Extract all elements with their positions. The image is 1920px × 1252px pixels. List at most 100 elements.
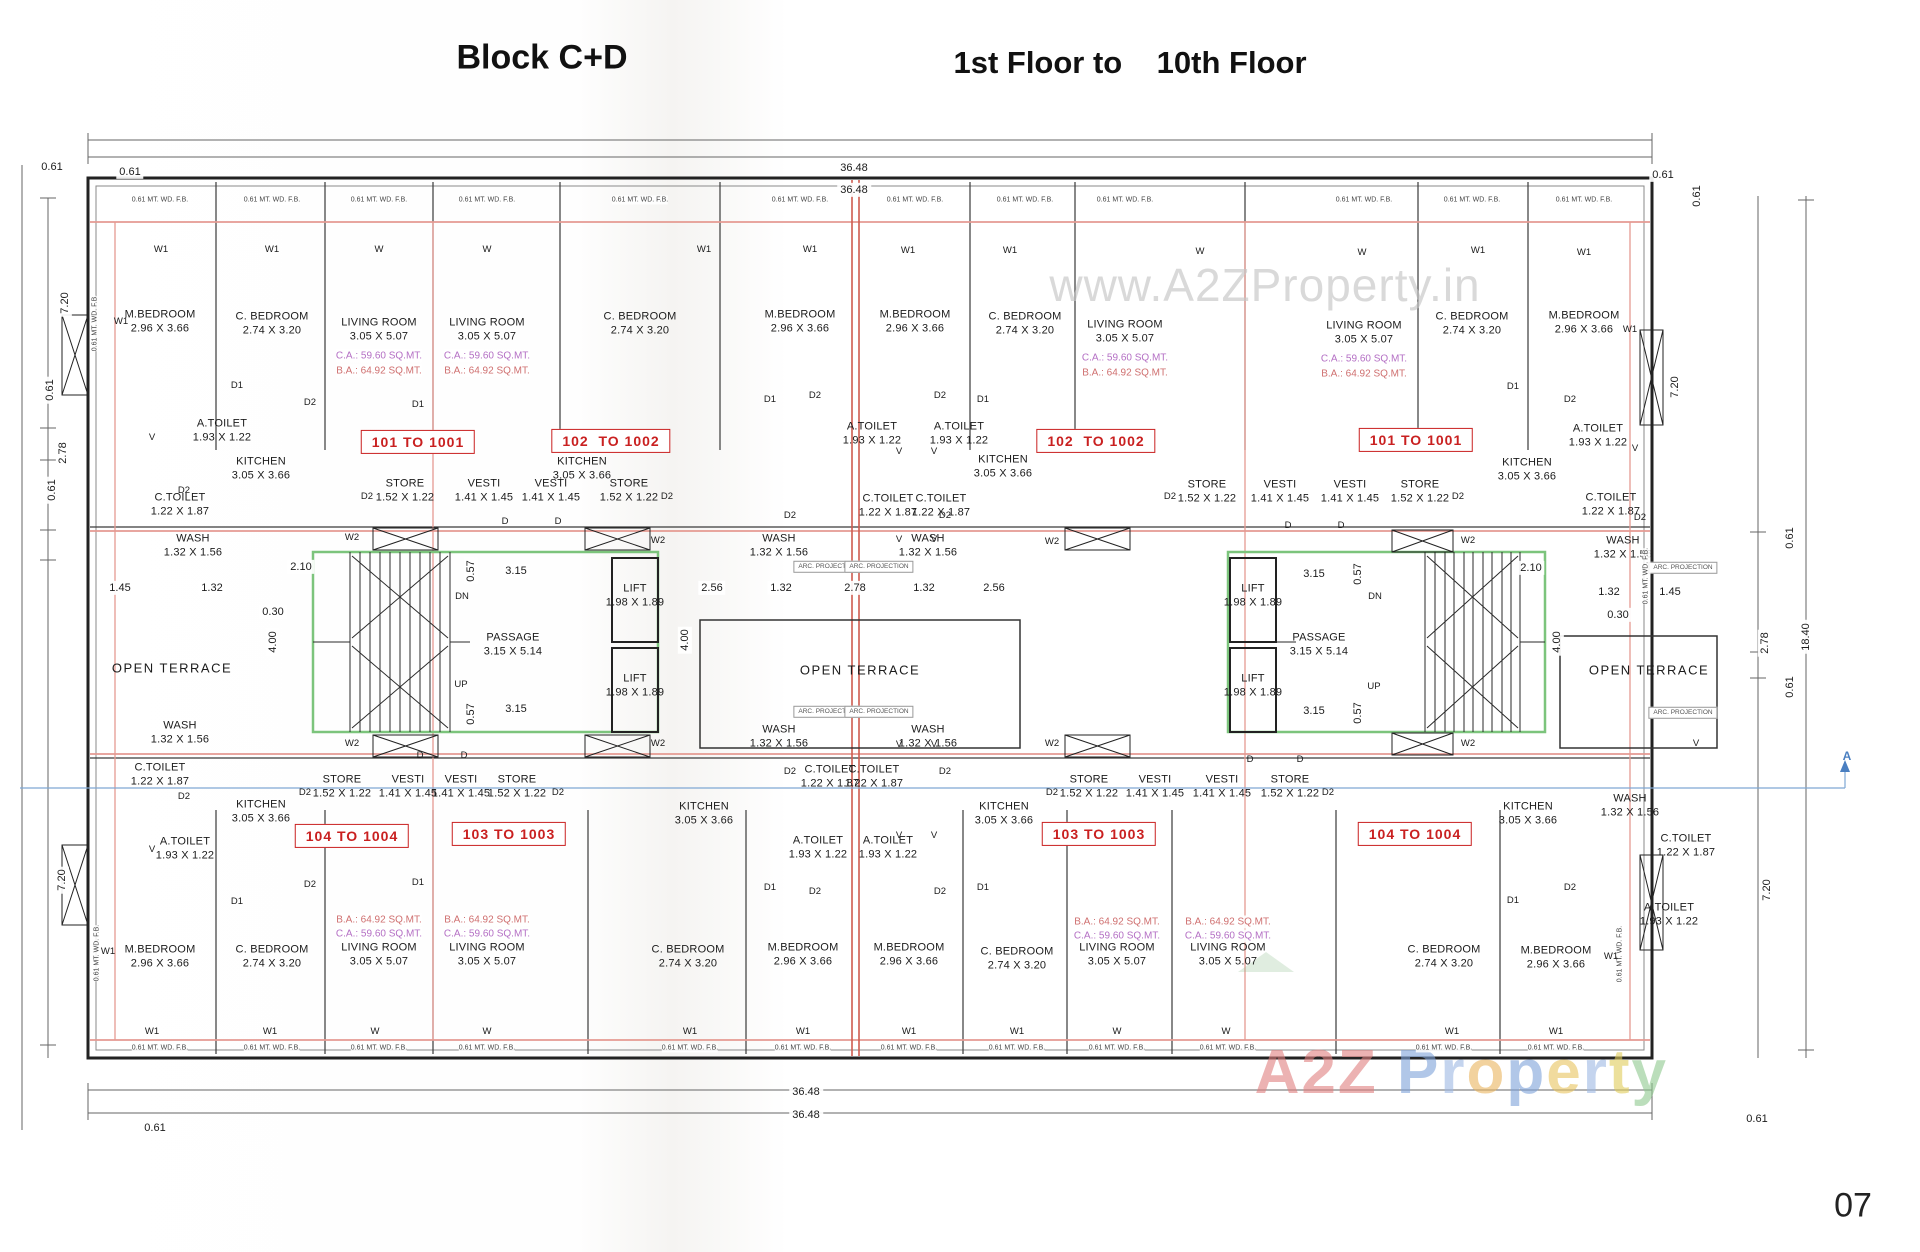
dimension-label: 7.20 <box>1667 373 1683 401</box>
window-w: W <box>374 243 384 255</box>
house-roof-icon <box>1238 952 1294 972</box>
window-w1: W1 <box>264 243 280 255</box>
dimension-label: 0.61 <box>1689 182 1705 210</box>
room-kitchen: KITCHEN 3.05 X 3.66 <box>674 800 734 827</box>
dimension-label: 7.20 <box>57 289 73 317</box>
window-w2: W2 <box>1460 737 1476 749</box>
strip-label: 0.61 MT. WD. F.B. <box>350 195 408 205</box>
section-label-a: A <box>1842 749 1852 764</box>
carpet-area-label: C.A.: 59.60 SQ.MT. <box>1081 351 1169 365</box>
room-cbedroom: C. BEDROOM 2.74 X 3.20 <box>651 943 725 970</box>
room-vesti: VESTI 1.41 X 1.45 <box>431 773 491 800</box>
room-wash: WASH 1.32 X 1.56 <box>898 723 958 750</box>
room-livingroom: LIVING ROOM 3.05 X 5.07 <box>1087 318 1163 345</box>
window-w1: W1 <box>100 945 116 957</box>
door-d2: D2 <box>551 786 565 798</box>
stair-up: UP <box>454 678 468 690</box>
window-w2: W2 <box>344 531 360 543</box>
arc-projection-label: ARC. PROJECTION <box>1648 706 1718 720</box>
watermark-site: www.A2ZProperty.in <box>1049 259 1481 311</box>
room-vesti: VESTI 1.41 X 1.45 <box>521 477 581 504</box>
carpet-area-label: C.A.: 59.60 SQ.MT. <box>335 349 423 363</box>
room-livingroom: LIVING ROOM 3.05 X 5.07 <box>341 941 417 968</box>
room-atoilet: A.TOILET 1.93 X 1.22 <box>842 420 902 447</box>
door-d2: D2 <box>938 765 952 777</box>
strip-label: 0.61 MT. WD. F.B. <box>131 1043 189 1053</box>
room-lift: LIFT 1.98 X 1.89 <box>605 672 665 699</box>
room-ctoilet: C.TOILET 1.22 X 1.87 <box>800 763 860 790</box>
dim-overall-top-2: 36.48 <box>837 182 871 198</box>
room-kitchen: KITCHEN 3.05 X 3.66 <box>974 800 1034 827</box>
dimension-label: 7.20 <box>1759 876 1775 904</box>
watermark-letter: o <box>1466 1038 1507 1107</box>
door-d2: D2 <box>177 484 191 496</box>
open-terrace-label: OPEN TERRACE <box>111 660 233 676</box>
window-w: W <box>482 1025 492 1037</box>
dimension-label: 2.10 <box>1517 560 1545 576</box>
door-d: D <box>1296 753 1304 765</box>
room-cbedroom: C. BEDROOM 2.74 X 3.20 <box>235 310 309 337</box>
builtup-area-label: B.A.: 64.92 SQ.MT. <box>1082 366 1168 380</box>
room-vesti: VESTI 1.41 X 1.45 <box>454 477 514 504</box>
door-d1: D1 <box>1506 380 1520 392</box>
page-number: 07 <box>1834 1186 1872 1225</box>
strip-label: 0.61 MT. WD. F.B. <box>458 1043 516 1053</box>
dimension-label: 2.56 <box>698 580 726 596</box>
room-atoilet: A.TOILET 1.93 X 1.22 <box>788 834 848 861</box>
window-w1: W1 <box>682 1025 698 1037</box>
builtup-area-label: B.A.: 64.92 SQ.MT. <box>1185 915 1271 929</box>
dimension-label: 2.78 <box>55 439 71 467</box>
window-w1: W1 <box>1603 950 1619 962</box>
room-store: STORE 1.52 X 1.22 <box>1260 773 1320 800</box>
door-d1: D1 <box>976 393 990 405</box>
strip-label: 0.61 MT. WD. F.B. <box>1096 195 1154 205</box>
dimension-label: 0.61 <box>1743 1111 1771 1127</box>
room-mbedroom: M.BEDROOM 2.96 X 3.66 <box>1548 309 1620 336</box>
dimension-label: 0.61 <box>44 476 60 504</box>
dimension-label: 3.15 <box>502 563 530 579</box>
dimension-label: 0.61 <box>1782 673 1798 701</box>
vent-v: V <box>930 829 938 841</box>
door-d2: D2 <box>783 765 797 777</box>
open-terrace-right-outline <box>1559 635 1718 749</box>
unit-103: 103 TO 1003 <box>451 821 567 847</box>
room-livingroom: LIVING ROOM 3.05 X 5.07 <box>1326 319 1402 346</box>
lift-shafts <box>611 557 1277 733</box>
room-mbedroom: M.BEDROOM 2.96 X 3.66 <box>124 308 196 335</box>
room-atoilet: A.TOILET 1.93 X 1.22 <box>929 420 989 447</box>
room-kitchen: KITCHEN 3.05 X 3.66 <box>231 455 291 482</box>
room-cbedroom: C. BEDROOM 2.74 X 3.20 <box>980 945 1054 972</box>
door-d1: D1 <box>230 895 244 907</box>
room-ctoilet: C.TOILET 1.22 X 1.87 <box>1581 491 1641 518</box>
room-kitchen: KITCHEN 3.05 X 3.66 <box>552 455 612 482</box>
dim-overall-bottom-1: 36.48 <box>789 1084 823 1100</box>
door-d2: D2 <box>1321 786 1335 798</box>
window-w: W <box>1357 246 1367 258</box>
door-d2: D2 <box>298 786 312 798</box>
section-line <box>20 760 1850 789</box>
door-d1: D1 <box>1506 894 1520 906</box>
room-kitchen: KITCHEN 3.05 X 3.66 <box>1498 800 1558 827</box>
room-kitchen: KITCHEN 3.05 X 3.66 <box>231 798 291 825</box>
room-store: STORE 1.52 X 1.22 <box>312 773 372 800</box>
vent-v: V <box>895 738 903 750</box>
room-vesti: VESTI 1.41 X 1.45 <box>378 773 438 800</box>
vent-v: V <box>895 829 903 841</box>
title-floors: 1st Floor to 10th Floor <box>953 45 1307 80</box>
window-w1: W1 <box>262 1025 278 1037</box>
room-livingroom: LIVING ROOM 3.05 X 5.07 <box>1079 941 1155 968</box>
builtup-area-label: B.A.: 64.92 SQ.MT. <box>336 364 422 378</box>
door-d2: D2 <box>1163 490 1177 502</box>
room-cbedroom: C. BEDROOM 2.74 X 3.20 <box>1407 943 1481 970</box>
dimension-label: 4.00 <box>1549 628 1565 656</box>
room-wash: WASH 1.32 X 1.56 <box>749 723 809 750</box>
door-d: D <box>1284 519 1292 531</box>
unit-104: 104 TO 1004 <box>1357 821 1473 847</box>
strip-label: 0.61 MT. WD. F.B. <box>131 195 189 205</box>
watermark-letter: t <box>1608 1038 1632 1107</box>
dimension-label: 1.32 <box>1595 584 1623 600</box>
strip-label: 0.61 MT. WD. F.B. <box>243 1043 301 1053</box>
window-w1: W1 <box>1548 1025 1564 1037</box>
